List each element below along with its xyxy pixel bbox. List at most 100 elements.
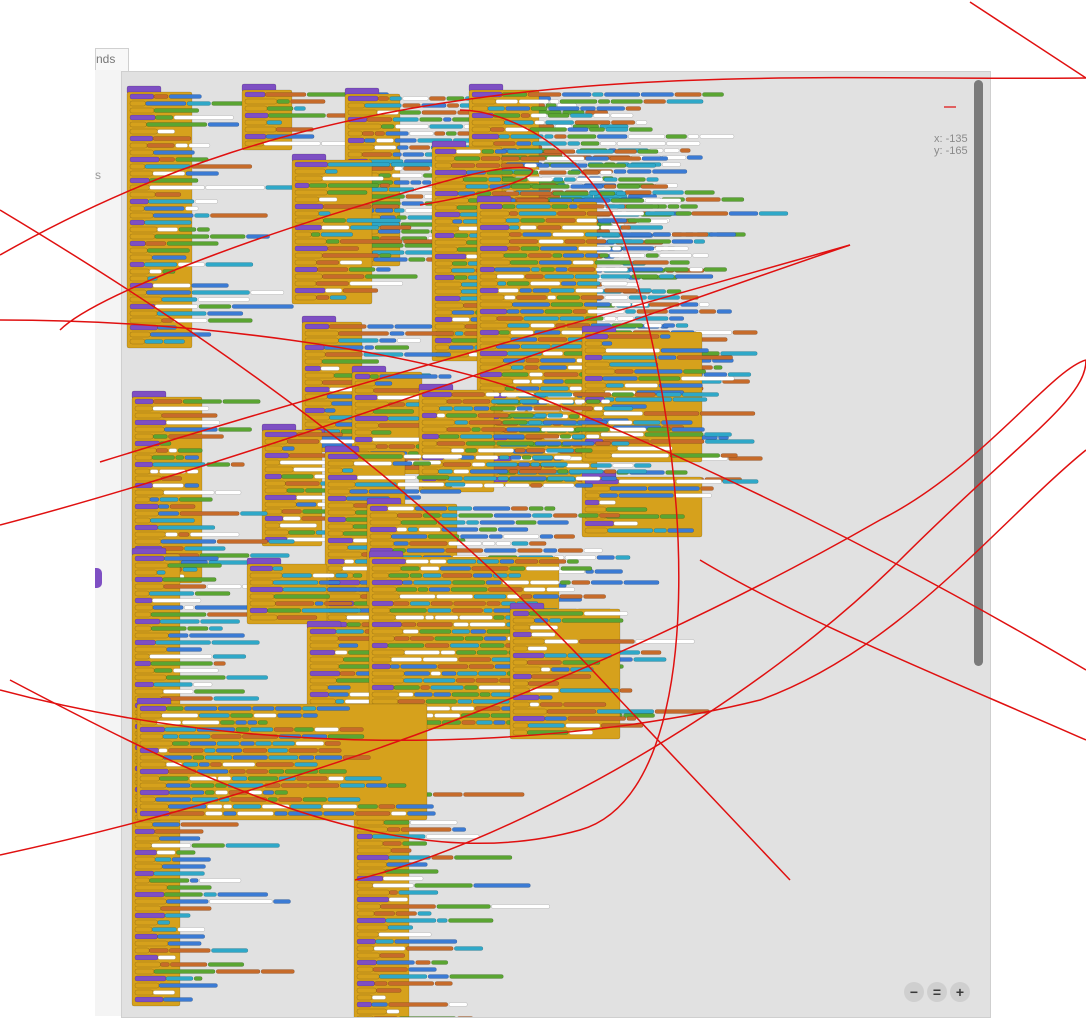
value-block[interactable]	[477, 413, 509, 418]
value-block[interactable]	[538, 695, 553, 700]
statement-block[interactable]	[139, 733, 164, 740]
value-block[interactable]	[176, 850, 196, 855]
statement-block[interactable]	[327, 495, 347, 502]
value-block[interactable]	[152, 136, 192, 141]
value-block[interactable]	[150, 626, 187, 631]
value-block[interactable]	[611, 323, 644, 328]
statement-block[interactable]	[356, 987, 377, 994]
statement-block[interactable]	[369, 505, 388, 512]
value-block[interactable]	[540, 267, 555, 272]
value-block[interactable]	[674, 274, 714, 279]
value-block[interactable]	[606, 239, 644, 244]
value-block[interactable]	[189, 532, 240, 537]
value-block[interactable]	[399, 1016, 456, 1018]
statement-block[interactable]	[512, 631, 532, 638]
value-block[interactable]	[318, 748, 342, 753]
value-block[interactable]	[518, 211, 557, 216]
value-block[interactable]	[379, 338, 397, 343]
value-block[interactable]	[152, 990, 176, 995]
value-block[interactable]	[508, 573, 522, 578]
statement-block[interactable]	[304, 344, 325, 351]
value-block[interactable]	[503, 534, 540, 539]
value-block[interactable]	[327, 162, 391, 167]
value-block[interactable]	[396, 527, 408, 532]
value-block[interactable]	[406, 548, 445, 553]
value-block[interactable]	[327, 246, 359, 251]
value-block[interactable]	[215, 490, 242, 495]
statement-block[interactable]	[434, 190, 459, 197]
value-block[interactable]	[583, 302, 611, 307]
value-block[interactable]	[160, 476, 183, 481]
statement-block[interactable]	[327, 488, 350, 495]
value-block[interactable]	[168, 434, 224, 439]
value-block[interactable]	[609, 156, 642, 161]
value-block[interactable]	[419, 117, 443, 122]
statement-block[interactable]	[309, 642, 339, 649]
statement-block[interactable]	[134, 926, 153, 933]
value-block[interactable]	[187, 626, 209, 631]
value-block[interactable]	[516, 295, 547, 300]
statement-block[interactable]	[356, 1008, 387, 1015]
value-block[interactable]	[395, 587, 418, 592]
value-block[interactable]	[162, 734, 179, 739]
value-block[interactable]	[539, 246, 578, 251]
statement-block[interactable]	[134, 653, 150, 660]
value-block[interactable]	[376, 988, 402, 993]
value-block[interactable]	[576, 281, 601, 286]
value-block[interactable]	[453, 275, 468, 280]
statement-block[interactable]	[584, 382, 607, 389]
value-block[interactable]	[194, 213, 210, 218]
value-block[interactable]	[458, 513, 494, 518]
value-block[interactable]	[509, 455, 522, 460]
value-block[interactable]	[403, 671, 431, 676]
statement-block[interactable]	[371, 600, 394, 607]
value-block[interactable]	[479, 520, 515, 525]
value-block[interactable]	[438, 434, 460, 439]
value-block[interactable]	[275, 601, 315, 606]
value-block[interactable]	[205, 185, 265, 190]
statement-block[interactable]	[512, 722, 529, 729]
value-block[interactable]	[353, 461, 393, 466]
statement-block[interactable]	[134, 503, 159, 510]
value-block[interactable]	[441, 513, 458, 518]
value-block[interactable]	[609, 362, 659, 367]
value-block[interactable]	[189, 776, 217, 781]
statement-block[interactable]	[134, 625, 152, 632]
value-block[interactable]	[281, 474, 314, 479]
value-block[interactable]	[526, 660, 562, 665]
statement-block[interactable]	[356, 882, 373, 889]
statement-block[interactable]	[244, 105, 268, 112]
value-block[interactable]	[371, 995, 387, 1000]
statement-block[interactable]	[434, 253, 467, 260]
value-block[interactable]	[186, 469, 199, 474]
value-block[interactable]	[169, 504, 196, 509]
value-block[interactable]	[395, 804, 434, 809]
value-block[interactable]	[605, 204, 626, 209]
value-block[interactable]	[209, 899, 273, 904]
statement-block[interactable]	[371, 621, 402, 628]
value-block[interactable]	[501, 204, 516, 209]
value-block[interactable]	[593, 113, 610, 118]
value-block[interactable]	[538, 170, 567, 175]
value-block[interactable]	[350, 225, 380, 230]
value-block[interactable]	[572, 392, 612, 397]
value-block[interactable]	[377, 229, 401, 234]
value-block[interactable]	[193, 976, 203, 981]
value-block[interactable]	[262, 790, 275, 795]
value-block[interactable]	[437, 664, 469, 669]
value-block[interactable]	[390, 811, 407, 816]
value-block[interactable]	[462, 177, 488, 182]
statement-block[interactable]	[471, 133, 500, 140]
statement-block[interactable]	[129, 191, 156, 198]
statement-block[interactable]	[479, 224, 510, 231]
value-block[interactable]	[206, 584, 242, 589]
value-block[interactable]	[338, 338, 379, 343]
value-block[interactable]	[414, 692, 433, 697]
value-block[interactable]	[449, 974, 504, 979]
value-block[interactable]	[491, 191, 520, 196]
value-block[interactable]	[152, 213, 194, 218]
value-block[interactable]	[354, 482, 397, 487]
value-block[interactable]	[217, 892, 269, 897]
value-block[interactable]	[443, 117, 452, 122]
value-block[interactable]	[156, 720, 182, 725]
